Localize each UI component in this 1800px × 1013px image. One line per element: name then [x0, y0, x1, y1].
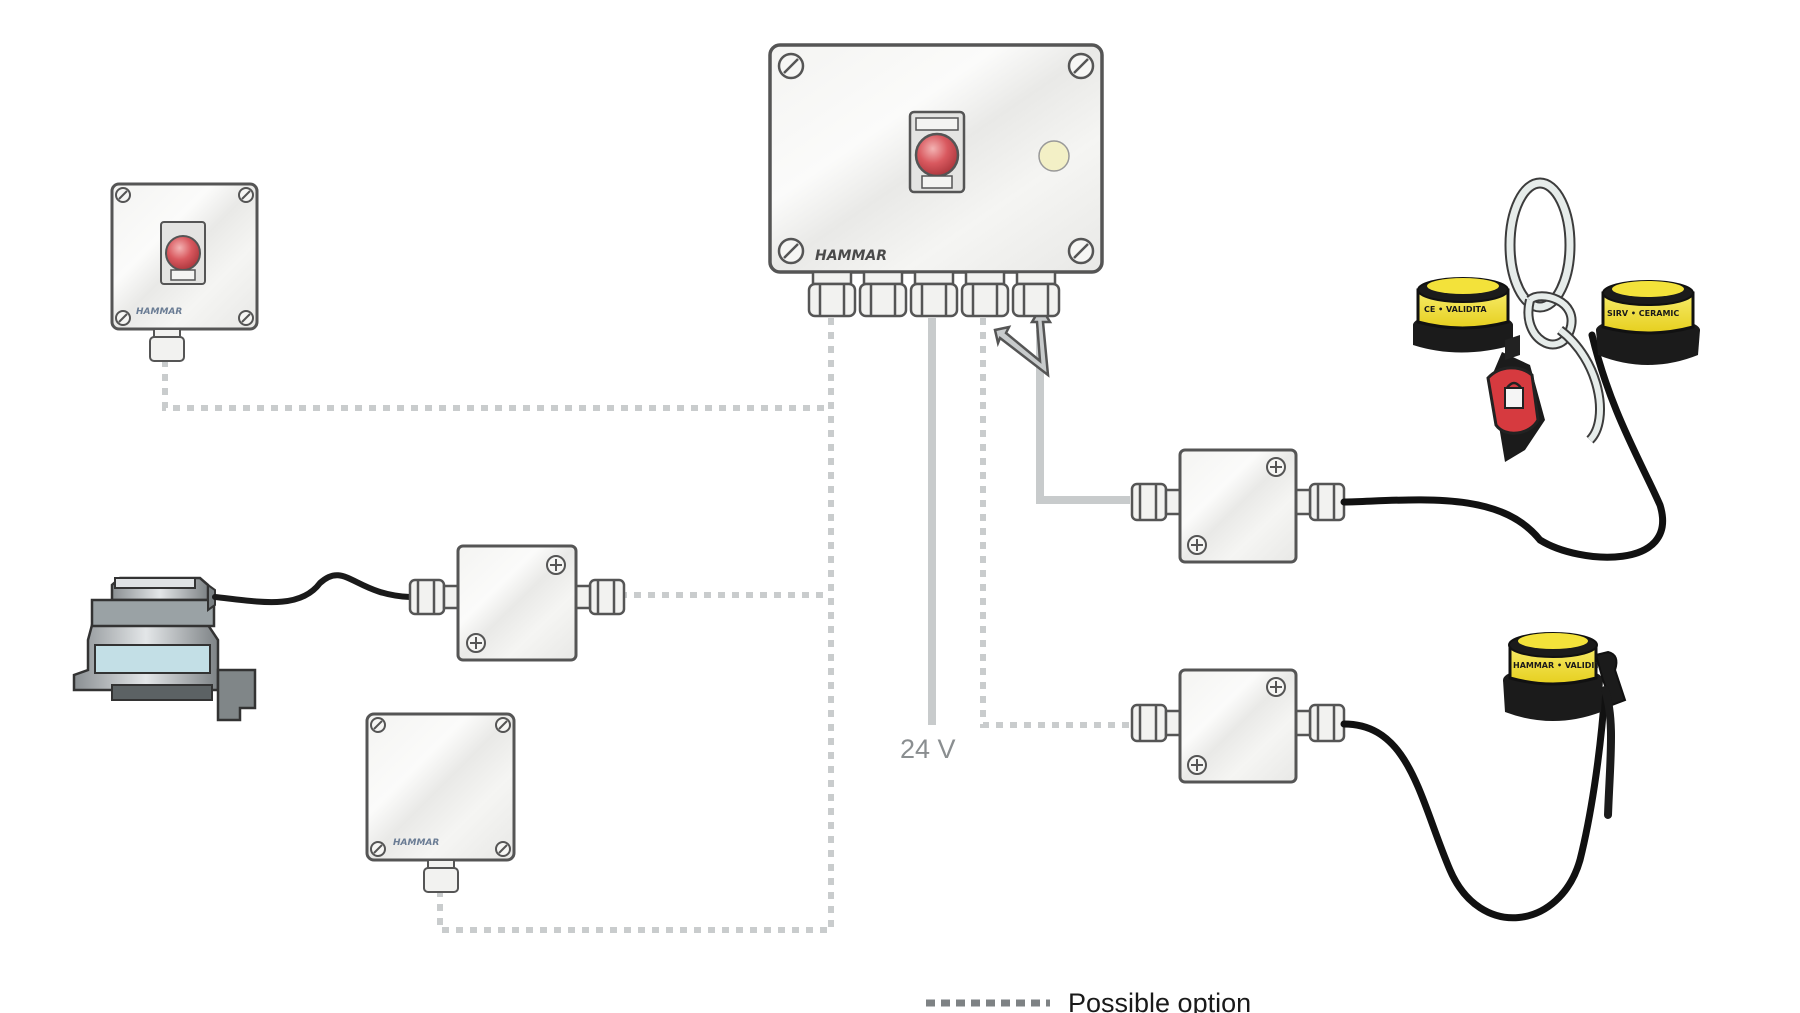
hydrostatic-release-assembly[interactable]: CE • VALIDITA SIRV • CERAMIC	[1413, 177, 1700, 462]
dotted-line-trunk	[437, 318, 834, 933]
dotted-line-top-button	[162, 360, 830, 411]
lower-sensor-cable	[1340, 686, 1609, 922]
cable-gland-icon	[149, 328, 185, 362]
push-button-icon[interactable]	[160, 221, 206, 285]
screw-icon	[1187, 677, 1286, 775]
float-sensor-lower[interactable]: HAMMAR • VALIDITA	[1503, 632, 1627, 819]
solenoid-valve-icon	[72, 576, 257, 722]
cable-gland-icon	[807, 270, 857, 318]
brand-logo-small: HAMMAR	[136, 307, 182, 317]
upper-sensor-line	[1036, 330, 1130, 504]
float-sensor-icon: SIRV • CERAMIC	[1596, 280, 1700, 365]
voltage-label: 24 V	[900, 734, 956, 764]
screw-icon	[370, 717, 511, 857]
cable-gland-icon	[960, 270, 1010, 318]
brand-logo-main: HAMMAR	[815, 248, 887, 264]
brand-logo-small-2: HAMMAR	[393, 838, 439, 848]
solenoid-valve[interactable]	[72, 572, 413, 722]
junction-box-lower[interactable]	[1130, 668, 1346, 784]
cable-gland-icon	[1130, 482, 1346, 522]
legend: Possible option	[926, 988, 1251, 1013]
indicator-lamp-icon	[1038, 140, 1070, 172]
cable-gland-icon	[1011, 270, 1061, 318]
screw-icon	[777, 52, 1095, 265]
push-button-icon[interactable]	[908, 110, 966, 194]
junction-box-upper[interactable]	[1130, 448, 1346, 564]
cable-gland-icon	[423, 859, 459, 893]
screw-icon	[466, 555, 566, 653]
hydrostatic-release-icon	[1486, 335, 1545, 462]
remote-push-button-box[interactable]: HAMMAR	[110, 182, 259, 362]
sensor-band-left: CE • VALIDITA	[1424, 305, 1487, 314]
arrow-icon	[993, 304, 1053, 378]
valve-cable	[212, 572, 413, 606]
screw-icon	[115, 187, 254, 326]
rope-icon	[1504, 177, 1605, 444]
float-sensor-icon: HAMMAR • VALIDITA	[1503, 632, 1627, 819]
cable-gland-icon	[1130, 703, 1346, 743]
main-control-unit[interactable]: HAMMAR	[768, 43, 1104, 318]
legend-label: Possible option	[1068, 988, 1251, 1013]
screw-icon	[1187, 457, 1286, 555]
optional-enclosure[interactable]: HAMMAR	[365, 712, 516, 893]
sensor-band-right: SIRV • CERAMIC	[1607, 309, 1679, 318]
junction-box-valve[interactable]	[408, 544, 626, 662]
sensor-band-lower: HAMMAR • VALIDITA	[1513, 661, 1606, 670]
upper-sensor-cable	[1340, 331, 1666, 561]
cable-gland-icon	[408, 578, 626, 616]
float-sensor-icon: CE • VALIDITA	[1413, 277, 1513, 353]
dotted-line-lower-sensor	[980, 318, 1130, 728]
cable-gland-row	[807, 270, 1061, 318]
cable-gland-icon	[858, 270, 908, 318]
connection-lines: 24 V	[162, 304, 1130, 933]
cable-gland-icon	[909, 270, 959, 318]
